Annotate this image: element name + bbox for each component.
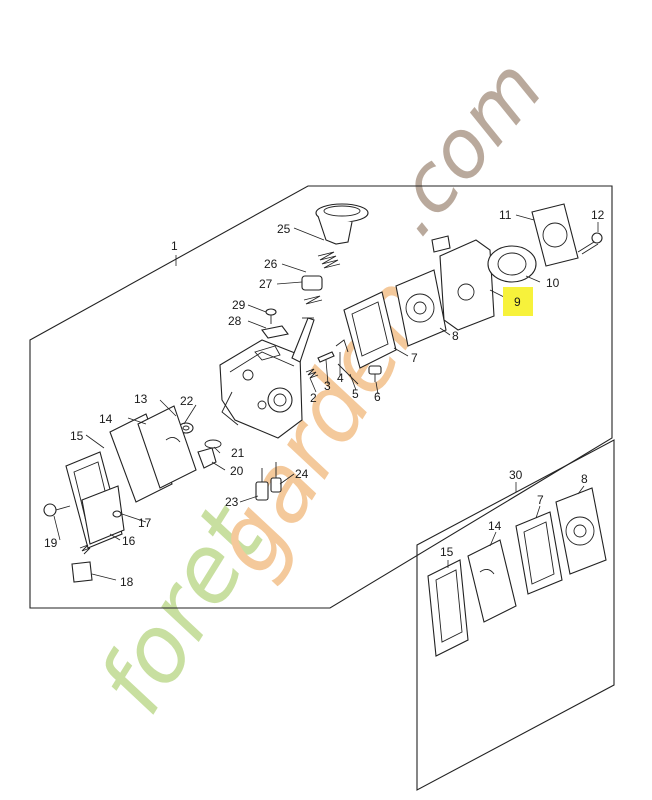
part-18-primer <box>71 544 93 583</box>
part-6-screw <box>368 365 382 382</box>
callout-13: 13 <box>134 392 148 406</box>
kit-callout-7: 7 <box>537 493 544 507</box>
callout-28: 28 <box>228 314 242 328</box>
callout-29: 29 <box>232 298 246 312</box>
watermark-suffix: .com <box>363 42 560 252</box>
part-23-needle <box>255 468 269 501</box>
part-25-cover <box>315 203 369 245</box>
kit-part-7-gasket <box>515 511 563 595</box>
carburetor-frame <box>29 185 613 609</box>
part-7-gasket <box>343 291 397 369</box>
callout-1: 1 <box>171 239 178 253</box>
part-12-screw <box>577 232 603 255</box>
part-19-screw <box>43 503 71 517</box>
callout-6: 6 <box>374 390 381 404</box>
repair-kit-frame <box>416 439 615 791</box>
callout-10: 10 <box>546 276 560 290</box>
part-9-pump-body <box>431 235 495 331</box>
part-4-pin <box>335 339 349 353</box>
kit-part-8-diaphragm <box>555 487 607 575</box>
callout-8: 8 <box>452 329 459 343</box>
callout-30: 30 <box>509 468 523 482</box>
part-29-screw <box>265 308 277 324</box>
part-17-plug <box>112 510 122 518</box>
carburetor-body <box>219 317 315 439</box>
callout-5: 5 <box>352 387 359 401</box>
callout-2: 2 <box>310 391 317 405</box>
callout-16: 16 <box>122 534 136 548</box>
callout-11: 11 <box>499 208 512 222</box>
callout-4: 4 <box>337 371 344 385</box>
callout-24: 24 <box>295 467 309 481</box>
callout-15: 15 <box>70 429 84 443</box>
part-20-fitting <box>197 447 217 469</box>
kit-part-14-gasket <box>467 539 517 623</box>
leader-lines <box>53 214 599 581</box>
part-3-needle <box>317 351 335 363</box>
kit-part-15-cover <box>427 559 469 657</box>
kit-callout-15: 15 <box>440 545 454 559</box>
part-24-needle <box>270 462 282 493</box>
callout-26: 26 <box>264 257 278 271</box>
callout-7: 7 <box>411 351 418 365</box>
callout-labels: 1 25 26 27 29 28 22 13 14 15 21 20 23 24… <box>44 208 605 589</box>
part-26-spring <box>317 251 341 269</box>
part-27-valve <box>301 275 323 305</box>
part-21-ring <box>204 439 222 449</box>
part-5-shaft <box>337 363 359 385</box>
callout-27: 27 <box>259 277 273 291</box>
callout-9-highlight <box>503 287 533 316</box>
part-13-diaphragm <box>137 405 197 489</box>
part-16-plate <box>81 485 125 545</box>
kit-callout-8: 8 <box>581 472 588 486</box>
callout-20: 20 <box>230 464 244 478</box>
callout-19: 19 <box>44 536 58 550</box>
callout-17: 17 <box>138 516 152 530</box>
kit-callout-14: 14 <box>488 519 502 533</box>
callout-12: 12 <box>591 208 605 222</box>
callout-9: 9 <box>514 295 521 309</box>
callout-25: 25 <box>277 222 291 236</box>
callout-22: 22 <box>180 394 194 408</box>
callout-21: 21 <box>231 446 245 460</box>
callout-23: 23 <box>225 495 239 509</box>
watermark: foret garden .com <box>78 42 561 732</box>
part-11-gasket <box>531 203 579 267</box>
callout-18: 18 <box>120 575 134 589</box>
part-2-spring <box>305 368 319 379</box>
part-10-intake <box>487 245 537 283</box>
callout-3: 3 <box>324 379 331 393</box>
callout-14: 14 <box>99 412 113 426</box>
part-8-diaphragm <box>395 269 447 347</box>
part-28-lever <box>261 325 289 339</box>
